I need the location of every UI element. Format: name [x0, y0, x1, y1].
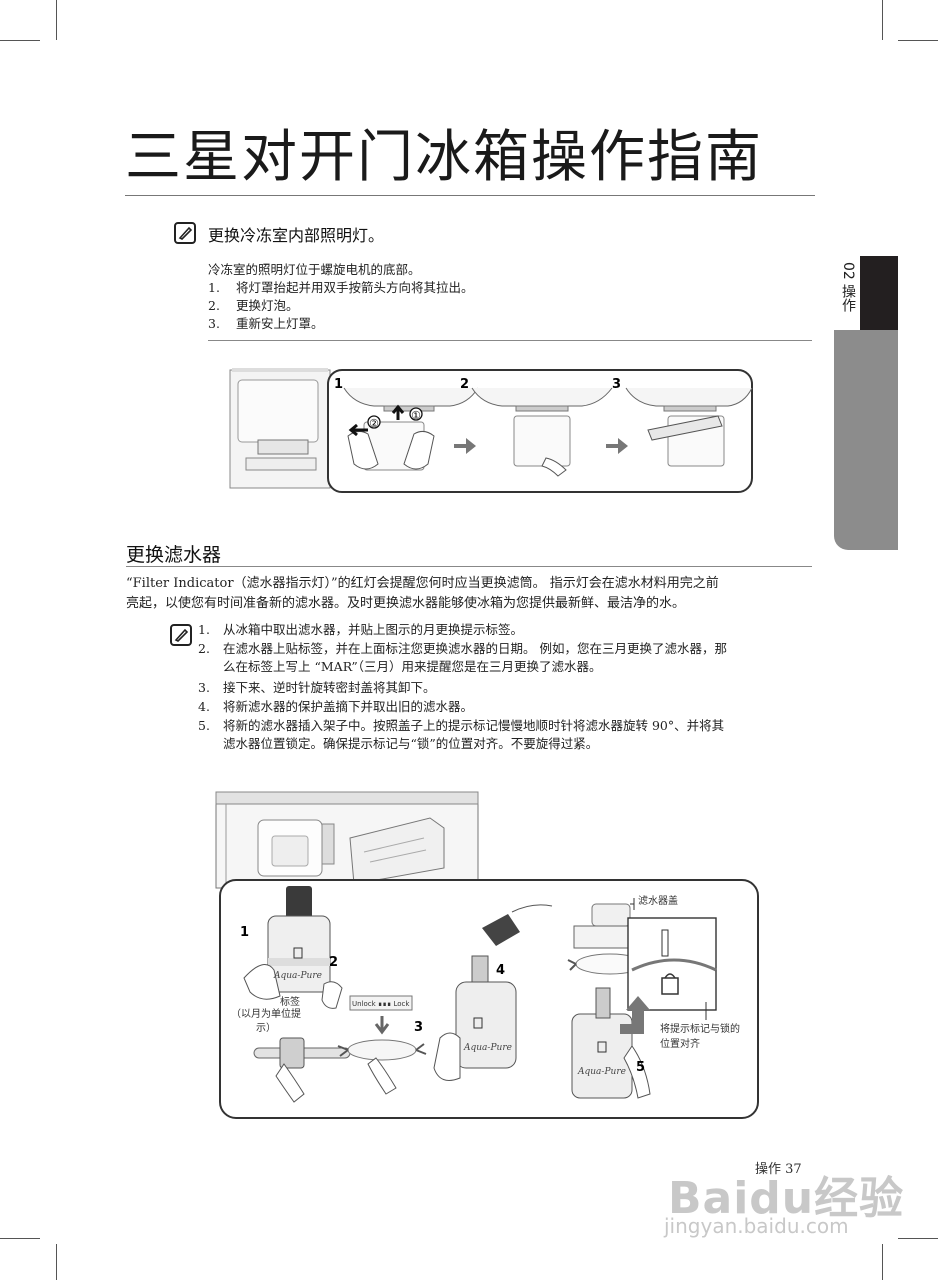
section2-step-text: 接下来、逆时针旋转密封盖将其卸下。 — [223, 680, 436, 695]
note-icon — [170, 624, 192, 646]
section2-step-num: 1. — [198, 622, 210, 637]
section1-heading: 更换冷冻室内部照明灯。 — [208, 226, 385, 245]
crop-mark — [882, 0, 883, 40]
section1-step-text: 更换灯泡。 — [236, 298, 299, 313]
crop-mark — [898, 40, 938, 41]
section1-step-num: 2. — [208, 298, 220, 313]
filter-step-number: 1 — [240, 925, 249, 940]
title-divider — [125, 195, 815, 196]
section1-step-text: 重新安上灯罩。 — [236, 316, 324, 331]
crop-mark — [56, 1244, 57, 1280]
lamp-marker: ① — [411, 409, 421, 422]
filter-step-number: 2 — [329, 955, 338, 970]
section1-divider — [208, 340, 812, 341]
label-align: 位置对齐 — [660, 1037, 700, 1050]
section2-step-text: 将新的滤水器插入架子中。按照盖子上的提示标记慢慢地顺时针将滤水器旋转 90°、并… — [223, 718, 725, 733]
section2-step-num: 5. — [198, 718, 210, 733]
note-icon — [174, 222, 196, 244]
section2-step-text: 在滤水器上贴标签，并在上面标注您更换滤水器的日期。 例如，您在三月更换了滤水器，… — [223, 641, 727, 656]
crop-mark — [0, 1238, 40, 1239]
page-title: 三星对开门冰箱操作指南 — [125, 125, 763, 190]
watermark-logo: Baidu经验 — [668, 1173, 905, 1224]
filter-brand-label: Aqua-Pure — [463, 1043, 512, 1053]
section2-step-text: 么在标签上写上 “MAR”（三月）用来提醒您是在三月更换了滤水器。 — [223, 659, 602, 674]
side-tab-label: 02 操作 — [840, 262, 856, 313]
filter-figure: Aqua-Pure Unlock ∎∎∎ Lock Aqua-Pure Aqua… — [215, 791, 759, 1119]
filter-step-number: 5 — [636, 1060, 645, 1075]
section2-step-text: 滤水器位置锁定。确保提示标记与“锁”的位置对齐。不要旋得过紧。 — [223, 736, 599, 751]
filter-step-number: 3 — [414, 1020, 423, 1035]
section2-step-num: 3. — [198, 680, 210, 695]
crop-mark — [0, 40, 40, 41]
side-tab-grey — [834, 330, 898, 550]
lamp-figure: 1 2 3 ② ① — [229, 368, 753, 493]
watermark-url: jingyan.baidu.com — [664, 1214, 849, 1238]
crop-mark — [882, 1244, 883, 1280]
page-number: 操作 37 — [755, 1162, 802, 1177]
filter-brand-label: Aqua-Pure — [273, 971, 322, 981]
crop-mark — [56, 0, 57, 40]
lamp-step-number: 1 — [334, 377, 343, 392]
section2-divider — [126, 566, 812, 567]
section2-step-text: 从冰箱中取出滤水器，并贴上图示的月更换提示标签。 — [223, 622, 524, 637]
section2-step-num: 4. — [198, 699, 210, 714]
section2-heading: 更换滤水器 — [126, 544, 222, 566]
label-tag-note: （以月为单位提示） — [231, 1009, 301, 1034]
label-cap: 滤水器盖 — [638, 894, 678, 907]
filter-step-number: 4 — [496, 963, 505, 978]
lamp-step-number: 3 — [612, 377, 621, 392]
filter-band-label: Unlock ∎∎∎ Lock — [352, 1000, 410, 1008]
lamp-step-number: 2 — [460, 377, 469, 392]
side-tab-dark — [860, 256, 898, 330]
label-tag: 标签 — [280, 995, 300, 1008]
label-align: 将提示标记与锁的 — [660, 1022, 740, 1035]
crop-mark — [898, 1238, 938, 1239]
section2-step-text: 将新滤水器的保护盖摘下并取出旧的滤水器。 — [223, 699, 474, 714]
lamp-marker: ② — [369, 417, 379, 430]
section1-step-num: 3. — [208, 316, 220, 331]
filter-brand-label: Aqua-Pure — [577, 1067, 626, 1077]
section1-intro: 冷冻室的照明灯位于螺旋电机的底部。 — [208, 262, 421, 277]
section2-step-num: 2. — [198, 641, 210, 656]
section2-para: “Filter Indicator（滤水器指示灯）”的红灯会提醒您何时应当更换滤… — [126, 576, 719, 591]
section2-para: 亮起，以使您有时间准备新的滤水器。及时更换滤水器能够使冰箱为您提供最新鲜、最洁净… — [126, 596, 686, 611]
section1-step-num: 1. — [208, 280, 220, 295]
section1-step-text: 将灯罩抬起并用双手按箭头方向将其拉出。 — [236, 280, 474, 295]
